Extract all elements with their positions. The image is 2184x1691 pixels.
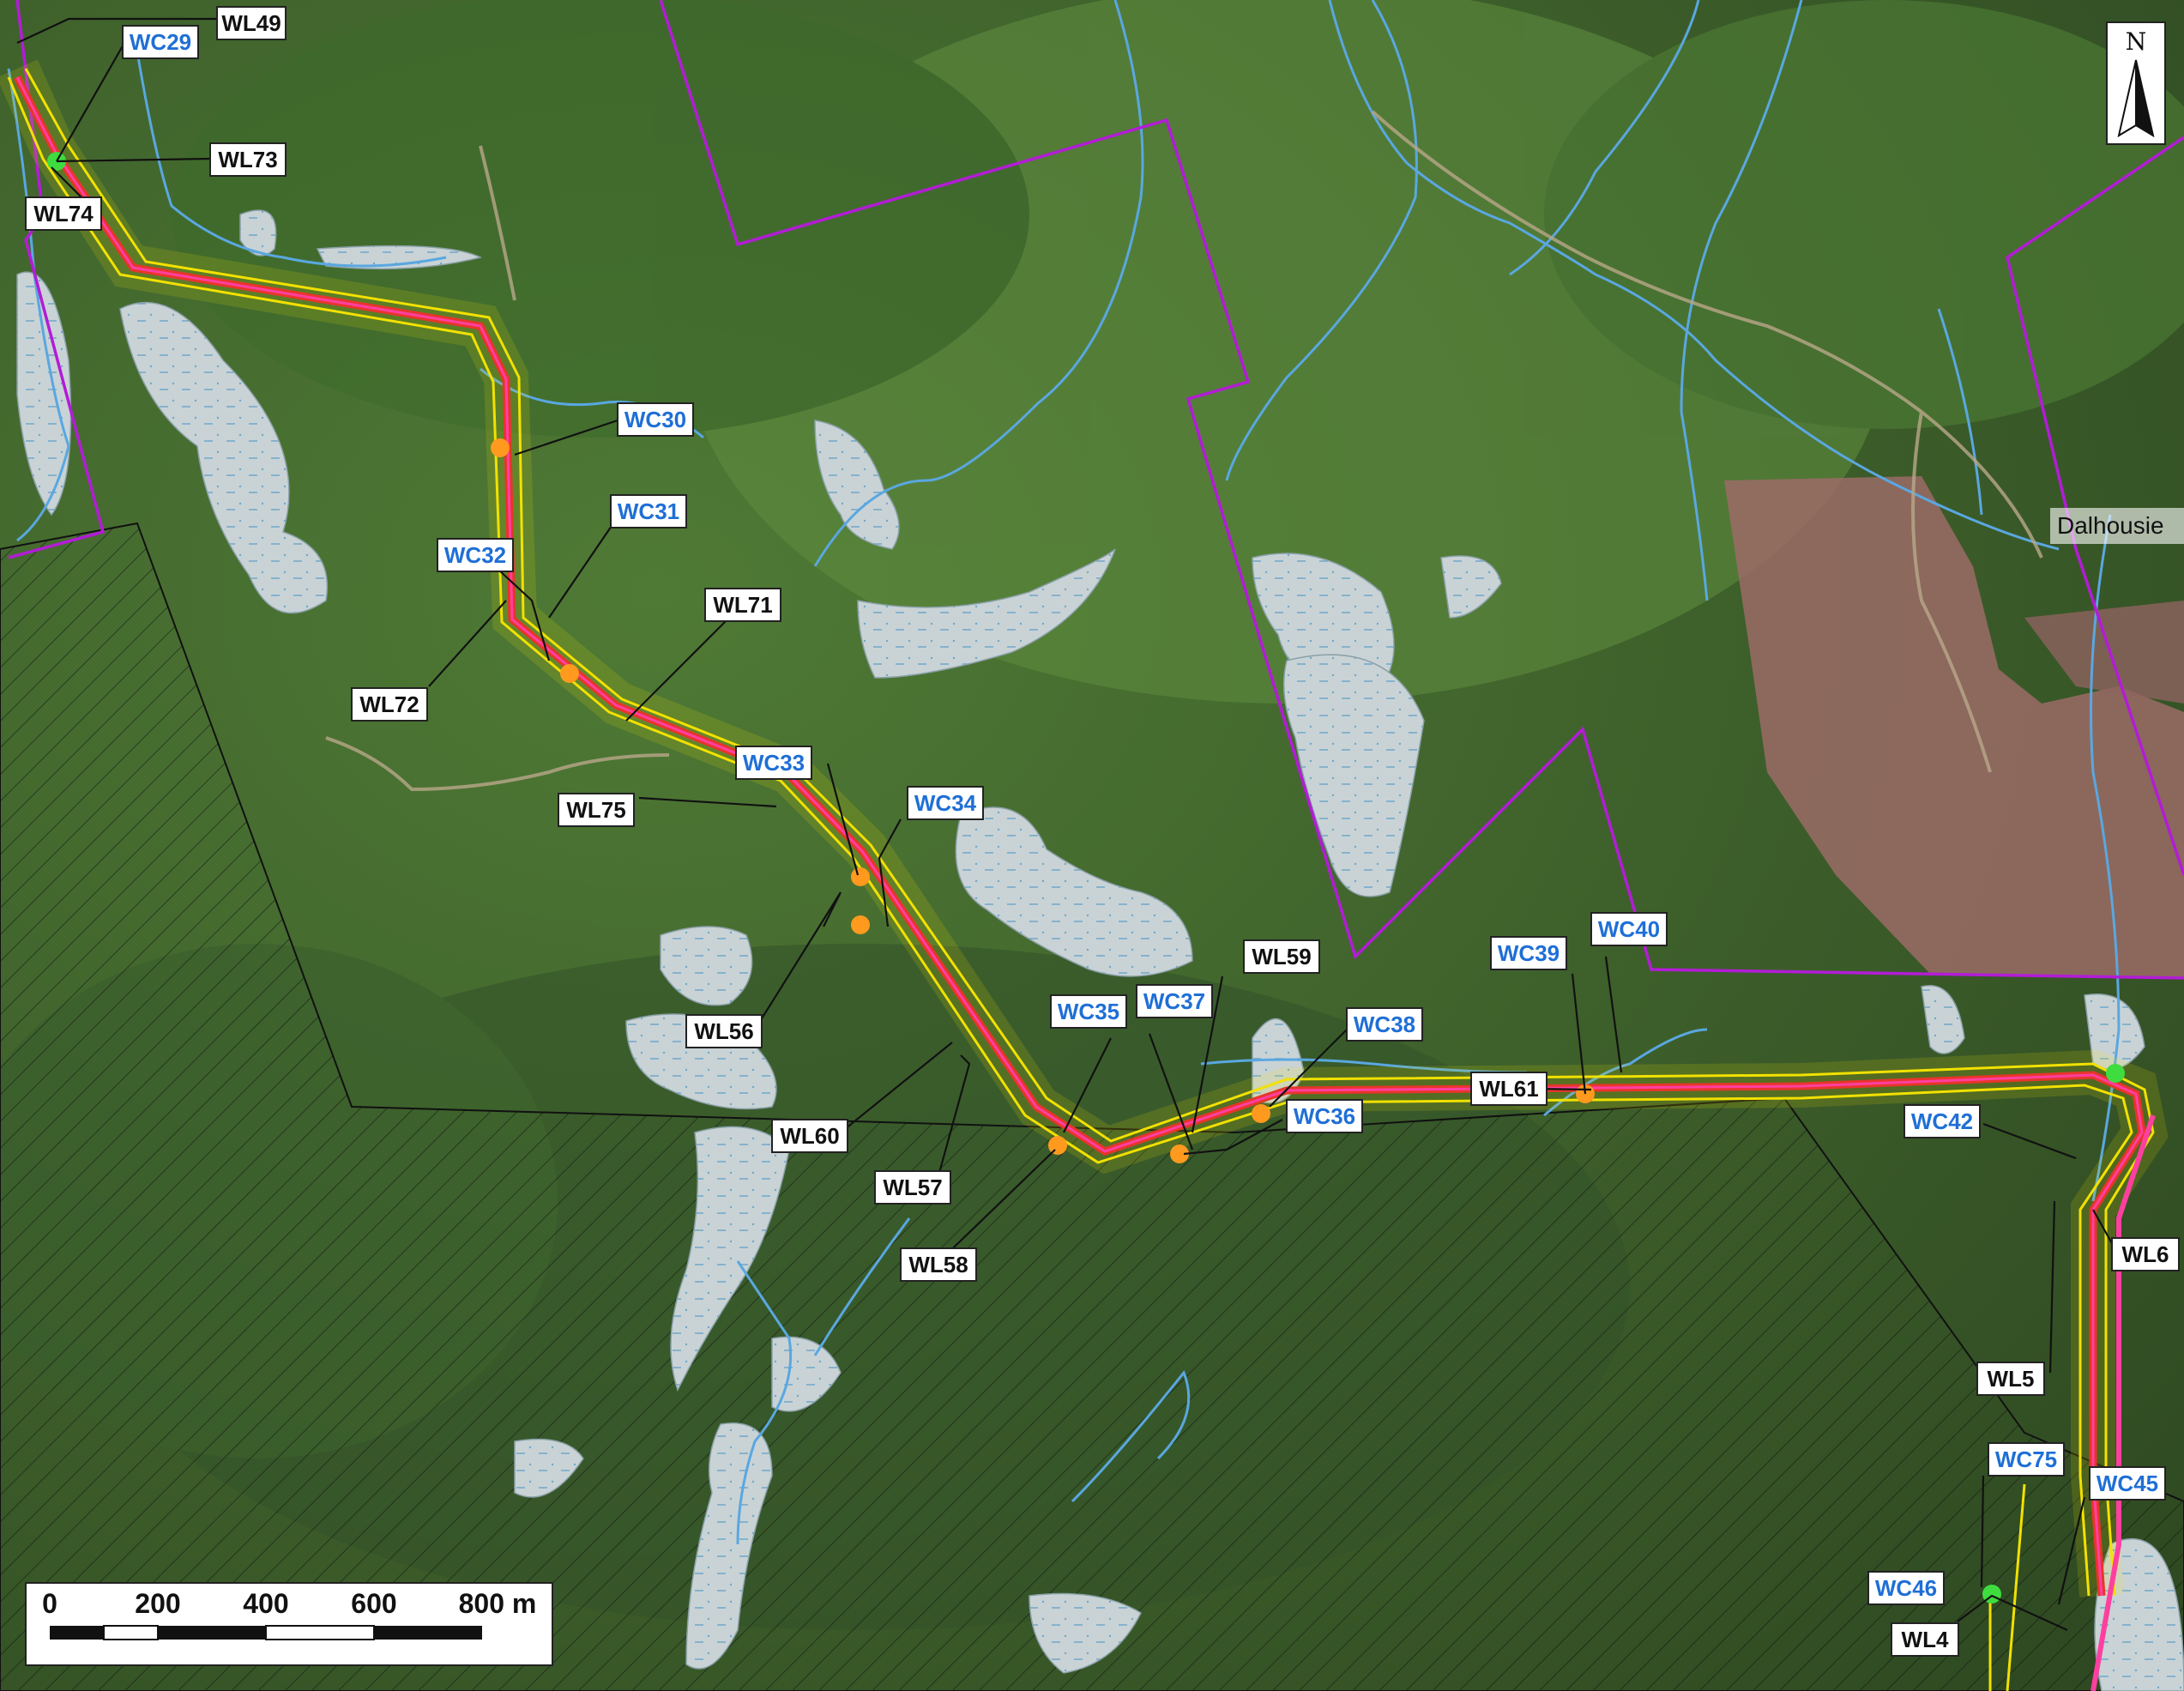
svg-text:WC40: WC40 xyxy=(1598,916,1660,942)
wetland-polygons xyxy=(16,209,2184,1691)
crossing-point xyxy=(560,664,579,683)
svg-text:WC39: WC39 xyxy=(1498,940,1560,966)
svg-text:WL75: WL75 xyxy=(566,797,625,823)
svg-text:WL49: WL49 xyxy=(221,10,281,36)
label-WL49: WL49 xyxy=(216,6,287,40)
svg-text:Dalhousie: Dalhousie xyxy=(2057,512,2164,539)
svg-text:WC45: WC45 xyxy=(2097,1471,2158,1496)
svg-text:WC32: WC32 xyxy=(444,542,506,568)
label-WC36: WC36 xyxy=(1286,1099,1363,1133)
svg-text:WC29: WC29 xyxy=(130,29,191,55)
dirt-roads xyxy=(325,110,2043,792)
svg-text:WL5: WL5 xyxy=(1988,1366,2035,1392)
label-WL57: WL57 xyxy=(874,1170,951,1205)
svg-text:WC46: WC46 xyxy=(1875,1575,1937,1601)
leader-lines xyxy=(16,17,2118,1632)
scale-tick-label: 200 xyxy=(135,1588,180,1619)
label-WC42: WC42 xyxy=(1903,1104,1981,1138)
crossing-point xyxy=(491,438,510,457)
scale-tick-label: 0 xyxy=(42,1588,57,1619)
feature-labels: WC29 WL49 WL73 WL74 WC30 WC31 WC32 WL72 … xyxy=(25,6,2180,1657)
scale-tick-label: 600 xyxy=(351,1588,396,1619)
svg-text:WL59: WL59 xyxy=(1252,944,1311,969)
svg-text:WC34: WC34 xyxy=(914,790,977,816)
label-WL56: WL56 xyxy=(685,1014,763,1048)
svg-text:WC42: WC42 xyxy=(1911,1108,1973,1134)
label-WC34: WC34 xyxy=(907,786,984,820)
label-WC39: WC39 xyxy=(1490,936,1567,970)
svg-text:WL57: WL57 xyxy=(883,1175,942,1200)
svg-text:WL61: WL61 xyxy=(1479,1076,1538,1102)
label-WC37: WC37 xyxy=(1136,984,1213,1018)
label-WL5: WL5 xyxy=(1976,1362,2045,1396)
crossing-point xyxy=(2106,1064,2125,1083)
svg-text:WL60: WL60 xyxy=(780,1123,839,1149)
label-WC35: WC35 xyxy=(1050,994,1127,1029)
svg-text:WC31: WC31 xyxy=(618,498,679,524)
svg-text:WC30: WC30 xyxy=(624,407,686,432)
svg-text:WC35: WC35 xyxy=(1058,999,1119,1024)
svg-text:WL4: WL4 xyxy=(1902,1627,1949,1652)
label-WC45: WC45 xyxy=(2089,1466,2166,1501)
crossing-point xyxy=(851,915,870,934)
svg-text:WC36: WC36 xyxy=(1294,1103,1355,1129)
label-WC46: WC46 xyxy=(1867,1571,1945,1605)
label-WL61: WL61 xyxy=(1470,1072,1548,1106)
clearcut-area xyxy=(1724,476,2184,978)
label-WL58: WL58 xyxy=(900,1247,977,1282)
label-WL73: WL73 xyxy=(209,142,287,177)
crossing-markers xyxy=(47,152,2125,1603)
svg-text:N: N xyxy=(2126,27,2147,56)
svg-text:WL6: WL6 xyxy=(2122,1241,2169,1267)
svg-text:WC37: WC37 xyxy=(1143,988,1205,1014)
label-WC32: WC32 xyxy=(437,538,514,572)
label-WL59: WL59 xyxy=(1243,939,1320,974)
label-WC30: WC30 xyxy=(617,402,694,437)
pipeline-corridor xyxy=(0,59,2169,1691)
boundary-line xyxy=(8,0,2184,980)
north-arrow-icon: N xyxy=(2106,21,2166,145)
crossing-point xyxy=(851,867,870,886)
svg-text:WL74: WL74 xyxy=(33,201,94,226)
crossing-point xyxy=(1048,1136,1067,1155)
label-WC40: WC40 xyxy=(1590,912,1668,946)
scale-tick-label: 400 xyxy=(243,1588,288,1619)
crossing-point xyxy=(1170,1144,1189,1163)
svg-text:WL58: WL58 xyxy=(908,1252,968,1277)
scale-bar: 0 200 400 600 800 m xyxy=(25,1582,553,1666)
label-WL4: WL4 xyxy=(1891,1622,1959,1657)
svg-text:WC38: WC38 xyxy=(1354,1012,1415,1037)
label-WL75: WL75 xyxy=(558,793,635,827)
label-WL60: WL60 xyxy=(771,1119,848,1153)
svg-text:WL73: WL73 xyxy=(218,147,277,172)
label-WC33: WC33 xyxy=(735,746,812,780)
label-WL72: WL72 xyxy=(351,687,428,722)
label-WL71: WL71 xyxy=(704,588,781,622)
svg-text:WL56: WL56 xyxy=(694,1018,753,1044)
hatched-area xyxy=(0,522,2184,1691)
label-WL6: WL6 xyxy=(2111,1237,2180,1271)
label-WC75: WC75 xyxy=(1988,1442,2065,1477)
svg-text:WL72: WL72 xyxy=(359,691,419,717)
label-WC29: WC29 xyxy=(122,25,199,59)
label-WC31: WC31 xyxy=(610,494,687,528)
label-WL74: WL74 xyxy=(25,196,102,231)
scale-tick-label: 800 m xyxy=(459,1588,537,1619)
place-label: Dalhousie xyxy=(2050,508,2184,544)
svg-text:WC33: WC33 xyxy=(743,750,805,776)
crossing-point xyxy=(1252,1104,1270,1123)
label-WC38: WC38 xyxy=(1346,1007,1423,1042)
svg-text:WL71: WL71 xyxy=(713,592,772,618)
svg-text:WC75: WC75 xyxy=(1995,1446,2057,1472)
